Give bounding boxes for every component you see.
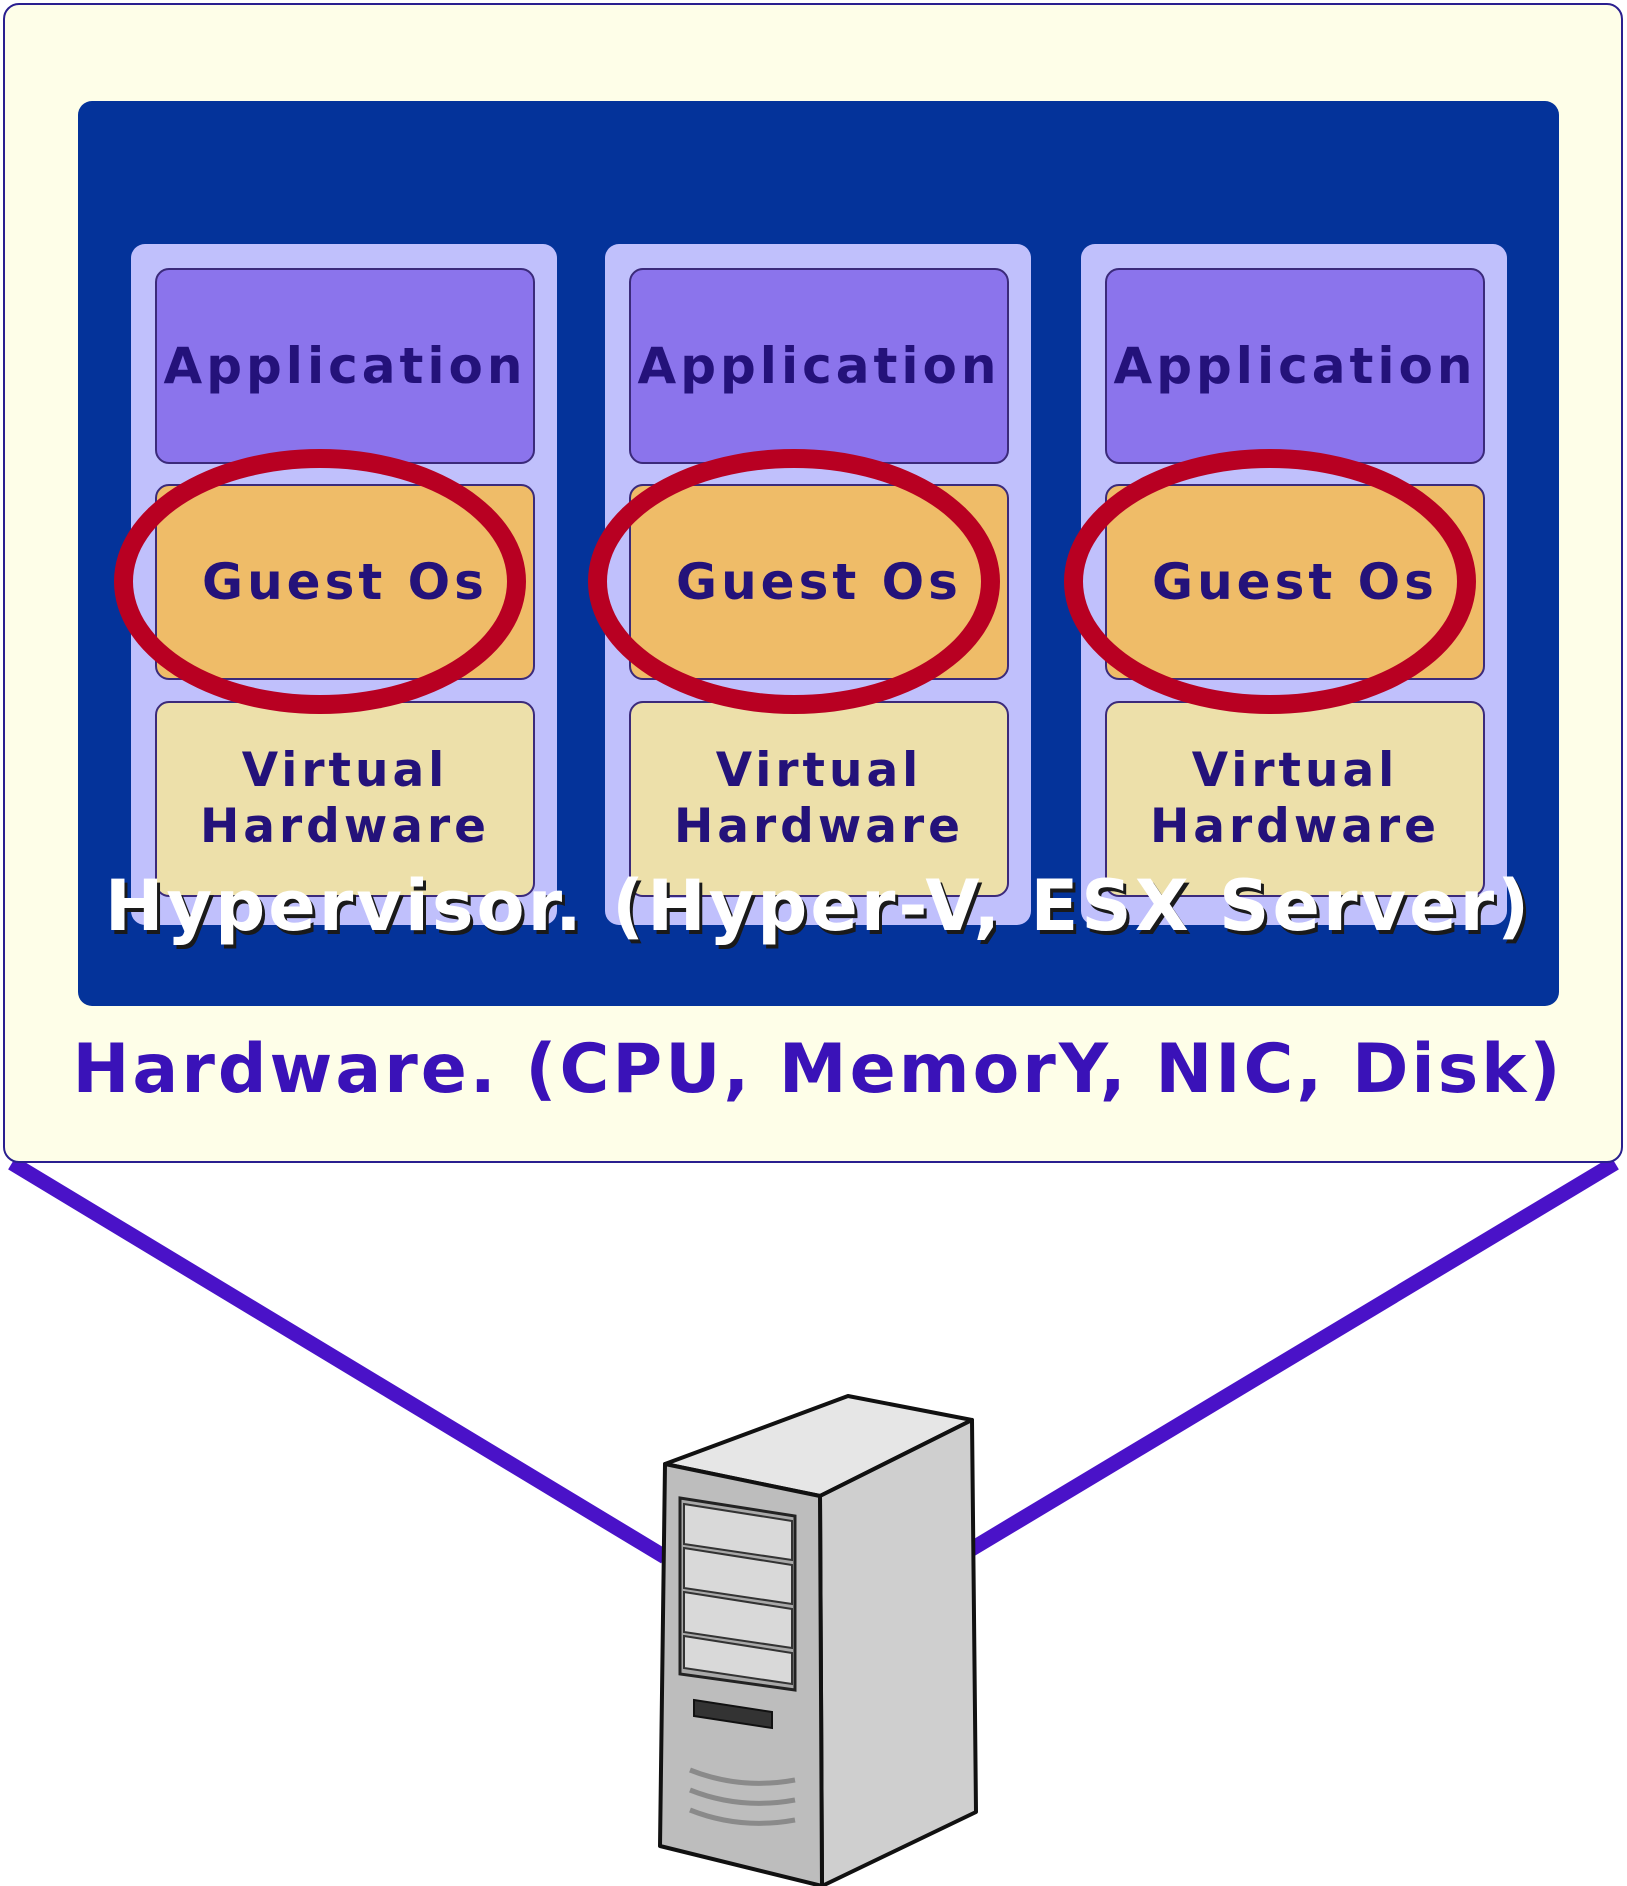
virtual-hardware-line2: Hardware bbox=[673, 799, 965, 854]
virtual-hardware-line1: Virtual bbox=[1191, 742, 1399, 798]
virtual-hardware-line2: Hardware bbox=[199, 799, 491, 854]
connector-line-right bbox=[966, 1156, 1619, 1557]
vm-column-1: Application Guest Os Virtual Hardware bbox=[114, 244, 557, 925]
virtual-hardware-layer: Virtual Hardware bbox=[155, 701, 535, 897]
hardware-label: Hardware. (CPU, MemorY, NIC, Disk) bbox=[72, 1030, 1564, 1109]
guest-os-label: Guest Os bbox=[676, 553, 962, 611]
hypervisor-label: Hypervisor. (Hyper-V, ESX Server) bbox=[104, 865, 1533, 947]
virtual-hardware-layer: Virtual Hardware bbox=[629, 701, 1009, 897]
application-layer: Application bbox=[1105, 268, 1485, 464]
virtual-hardware-layer: Virtual Hardware bbox=[1105, 701, 1485, 897]
hypervisor-layer: Application Guest Os Virtual Hardware Ap… bbox=[78, 101, 1559, 1006]
vm-column-3: Application Guest Os Virtual Hardware bbox=[1064, 244, 1507, 925]
application-label: Application bbox=[163, 337, 527, 395]
vm-column-2: Application Guest Os Virtual Hardware bbox=[588, 244, 1031, 925]
application-layer: Application bbox=[629, 268, 1009, 464]
guest-os-label: Guest Os bbox=[202, 553, 488, 611]
virtual-hardware-line1: Virtual bbox=[715, 742, 923, 798]
application-label: Application bbox=[1113, 337, 1477, 395]
physical-host-panel: Application Guest Os Virtual Hardware Ap… bbox=[3, 3, 1623, 1163]
virtual-hardware-line2: Hardware bbox=[1149, 799, 1441, 854]
application-layer: Application bbox=[155, 268, 535, 464]
application-label: Application bbox=[637, 337, 1001, 395]
guest-os-label: Guest Os bbox=[1152, 553, 1438, 611]
connector-line-left bbox=[8, 1156, 669, 1564]
virtual-hardware-line1: Virtual bbox=[241, 742, 449, 798]
